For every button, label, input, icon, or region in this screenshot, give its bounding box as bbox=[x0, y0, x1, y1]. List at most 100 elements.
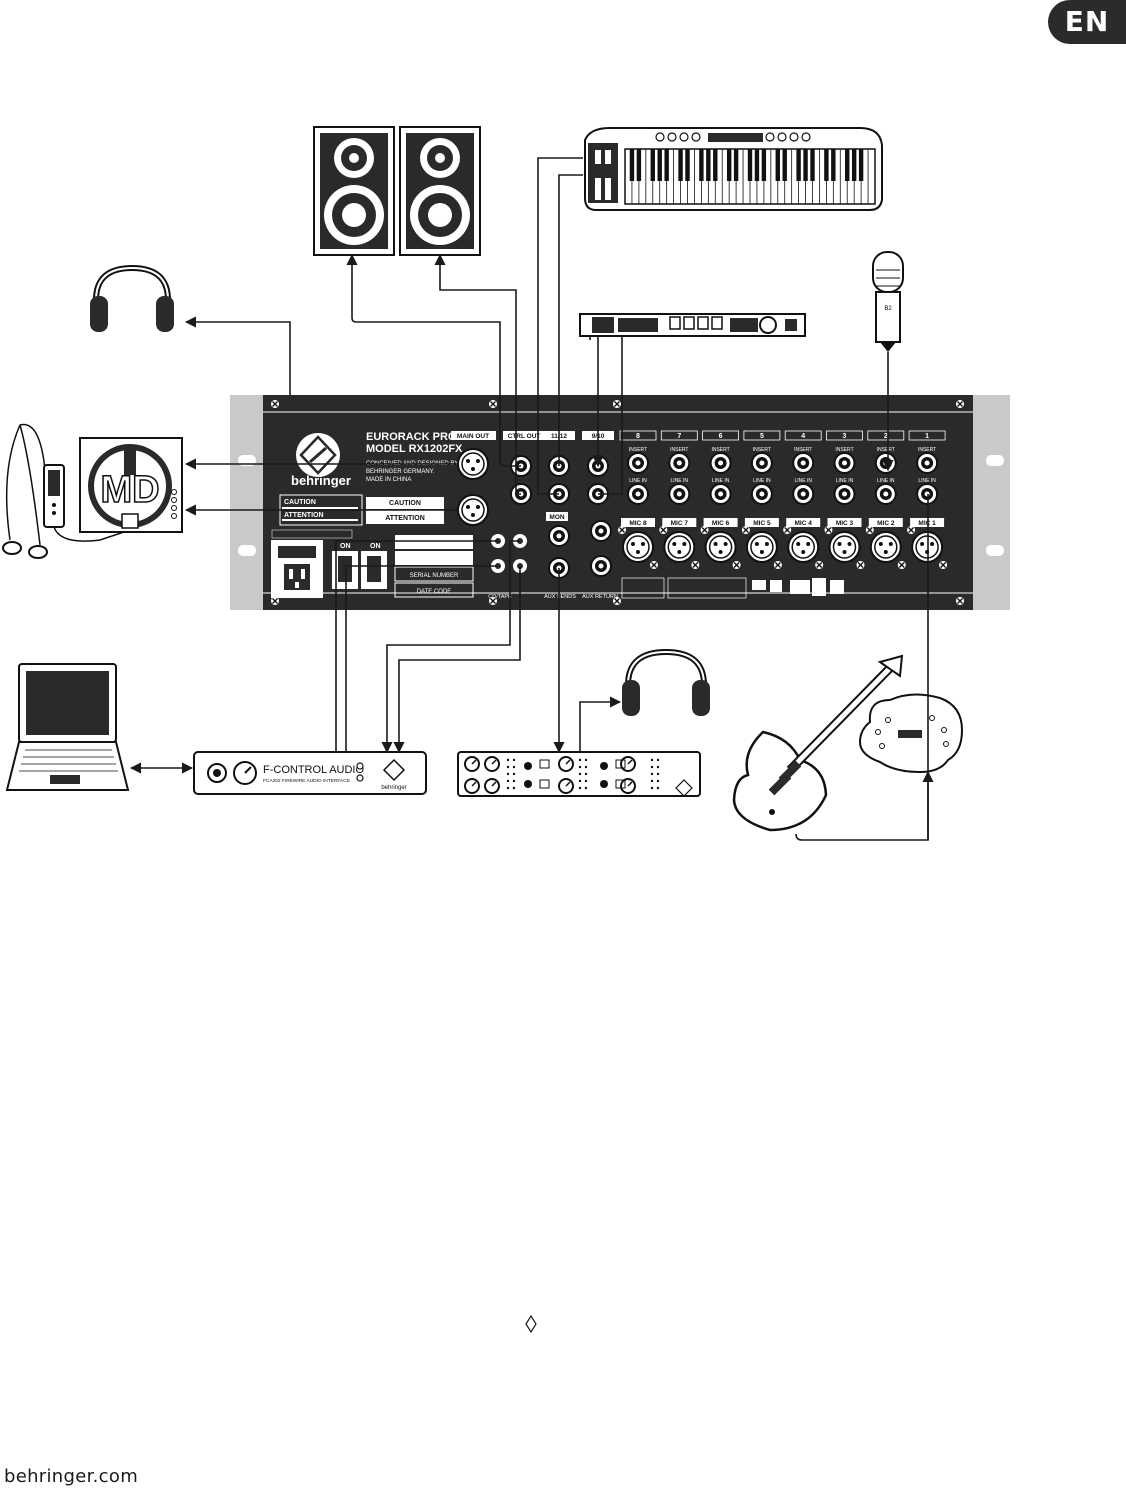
connection-cables bbox=[129, 157, 934, 841]
line-in-label: LINE IN bbox=[877, 478, 895, 484]
aux-return-left-jack[interactable] bbox=[590, 520, 612, 542]
channel-number: 5 bbox=[760, 433, 764, 440]
channel-number: 4 bbox=[801, 433, 805, 440]
headphones-bottom bbox=[622, 648, 710, 716]
studio-monitor-right bbox=[399, 126, 481, 256]
minidisc-player: MD bbox=[79, 437, 183, 533]
mic-xlr-input[interactable] bbox=[663, 531, 696, 563]
channel-number: 2 bbox=[884, 433, 888, 440]
mixer-brand: behringer bbox=[291, 473, 351, 488]
insert-jack[interactable] bbox=[874, 452, 897, 474]
headphone-amplifier bbox=[457, 751, 701, 797]
mon-jack[interactable] bbox=[548, 525, 570, 547]
interface-brand: behringer bbox=[381, 785, 406, 791]
insert-label: INSERT bbox=[670, 447, 688, 453]
screw-icon bbox=[731, 560, 742, 570]
power-on-label-1: ON bbox=[340, 543, 351, 550]
microphone-label: B2 bbox=[884, 306, 892, 312]
mic-xlr-input[interactable] bbox=[745, 531, 778, 563]
mic-label: MIC 2 bbox=[877, 520, 895, 527]
keyboard-keys bbox=[629, 149, 869, 204]
aux-return-right-jack[interactable] bbox=[590, 555, 612, 577]
mic-xlr-input[interactable] bbox=[622, 531, 654, 563]
line-in-jack[interactable] bbox=[874, 483, 897, 505]
insert-jack[interactable] bbox=[792, 452, 815, 474]
insert-label: INSERT bbox=[794, 447, 812, 453]
mic-xlr-input[interactable] bbox=[828, 531, 861, 563]
insert-jack[interactable] bbox=[750, 452, 773, 474]
screw-icon bbox=[782, 525, 792, 535]
amp-knobs bbox=[464, 756, 660, 794]
insert-jack[interactable] bbox=[833, 452, 856, 474]
mic-xlr-input[interactable] bbox=[787, 531, 820, 563]
section-ctrl-out: CTRL OUT bbox=[508, 433, 541, 440]
line-in-jack[interactable] bbox=[833, 483, 856, 505]
main-out-left-xlr[interactable] bbox=[457, 448, 489, 480]
footer-brand: behringer.com bbox=[4, 1466, 139, 1487]
line-in-label: LINE IN bbox=[712, 478, 730, 484]
insert-jack[interactable] bbox=[916, 452, 939, 474]
screw-icon bbox=[649, 560, 659, 570]
line-in-label: LINE IN bbox=[753, 478, 771, 484]
screw-icon bbox=[658, 525, 668, 535]
interface-name: F-CONTROL AUDIO bbox=[263, 764, 364, 776]
screw-icon bbox=[865, 525, 875, 535]
mic-xlr-input[interactable] bbox=[911, 531, 944, 563]
line-in-jack[interactable] bbox=[792, 483, 815, 505]
mixer-product-line: EURORACK PRO bbox=[366, 431, 457, 443]
insert-label: INSERT bbox=[753, 447, 771, 453]
attention-1-title: ATTENTION bbox=[284, 512, 324, 519]
studio-monitor-left bbox=[313, 126, 395, 256]
line-in-label: LINE IN bbox=[918, 478, 936, 484]
insert-label: INSERT bbox=[711, 447, 729, 453]
line-in-jack[interactable] bbox=[916, 483, 939, 505]
section-cd-tape: CD/TAPE bbox=[488, 594, 512, 600]
insert-jack[interactable] bbox=[668, 452, 691, 474]
laptop bbox=[5, 663, 130, 791]
mic-xlr-input[interactable] bbox=[869, 531, 902, 563]
line-in-label: LINE IN bbox=[794, 478, 812, 484]
screw-icon bbox=[699, 525, 710, 535]
line-in-jack[interactable] bbox=[627, 483, 649, 505]
mic-label: MIC 5 bbox=[753, 520, 771, 527]
date-code-label: DATE CODE bbox=[417, 589, 452, 595]
mic-xlr-input[interactable] bbox=[704, 531, 737, 563]
insert-jack[interactable] bbox=[627, 452, 649, 474]
screw-icon bbox=[906, 525, 916, 535]
section-main-out: MAIN OUT bbox=[457, 433, 489, 440]
screw-icon bbox=[617, 525, 627, 535]
channel-number: 8 bbox=[636, 433, 640, 440]
line-in-jack[interactable] bbox=[750, 483, 773, 505]
condenser-microphone: B2 bbox=[872, 251, 904, 352]
mixer-credit-3: MADE IN CHINA bbox=[366, 477, 411, 483]
section-mon: MON bbox=[549, 514, 564, 521]
insert-label: INSERT bbox=[629, 447, 647, 453]
insert-jack[interactable] bbox=[709, 452, 732, 474]
mic-label: MIC 3 bbox=[836, 520, 854, 527]
interface-subtitle: FCA202 FIREWIRE AUDIO INTERFACE bbox=[263, 778, 350, 784]
midi-keyboard bbox=[584, 127, 883, 211]
channel-number: 3 bbox=[843, 433, 847, 440]
main-out-right-xlr[interactable] bbox=[457, 494, 489, 526]
screw-icon bbox=[855, 560, 866, 570]
headphones-top bbox=[90, 264, 174, 332]
guitar-modeling-pedal bbox=[858, 693, 964, 774]
mic-label: MIC 8 bbox=[629, 520, 647, 527]
mic-label: MIC 7 bbox=[671, 520, 689, 527]
screw-icon bbox=[814, 560, 824, 570]
caution-2-title: CAUTION bbox=[389, 500, 421, 507]
language-badge: EN bbox=[1048, 0, 1126, 44]
screw-icon bbox=[690, 560, 700, 570]
effects-processor bbox=[579, 313, 806, 337]
channel-number: 1 bbox=[925, 433, 929, 440]
line-in-jack[interactable] bbox=[709, 483, 732, 505]
channel-number: 6 bbox=[719, 433, 723, 440]
insert-label: INSERT bbox=[835, 447, 853, 453]
insert-label: INSERT bbox=[918, 447, 936, 453]
line-in-jack[interactable] bbox=[668, 483, 691, 505]
